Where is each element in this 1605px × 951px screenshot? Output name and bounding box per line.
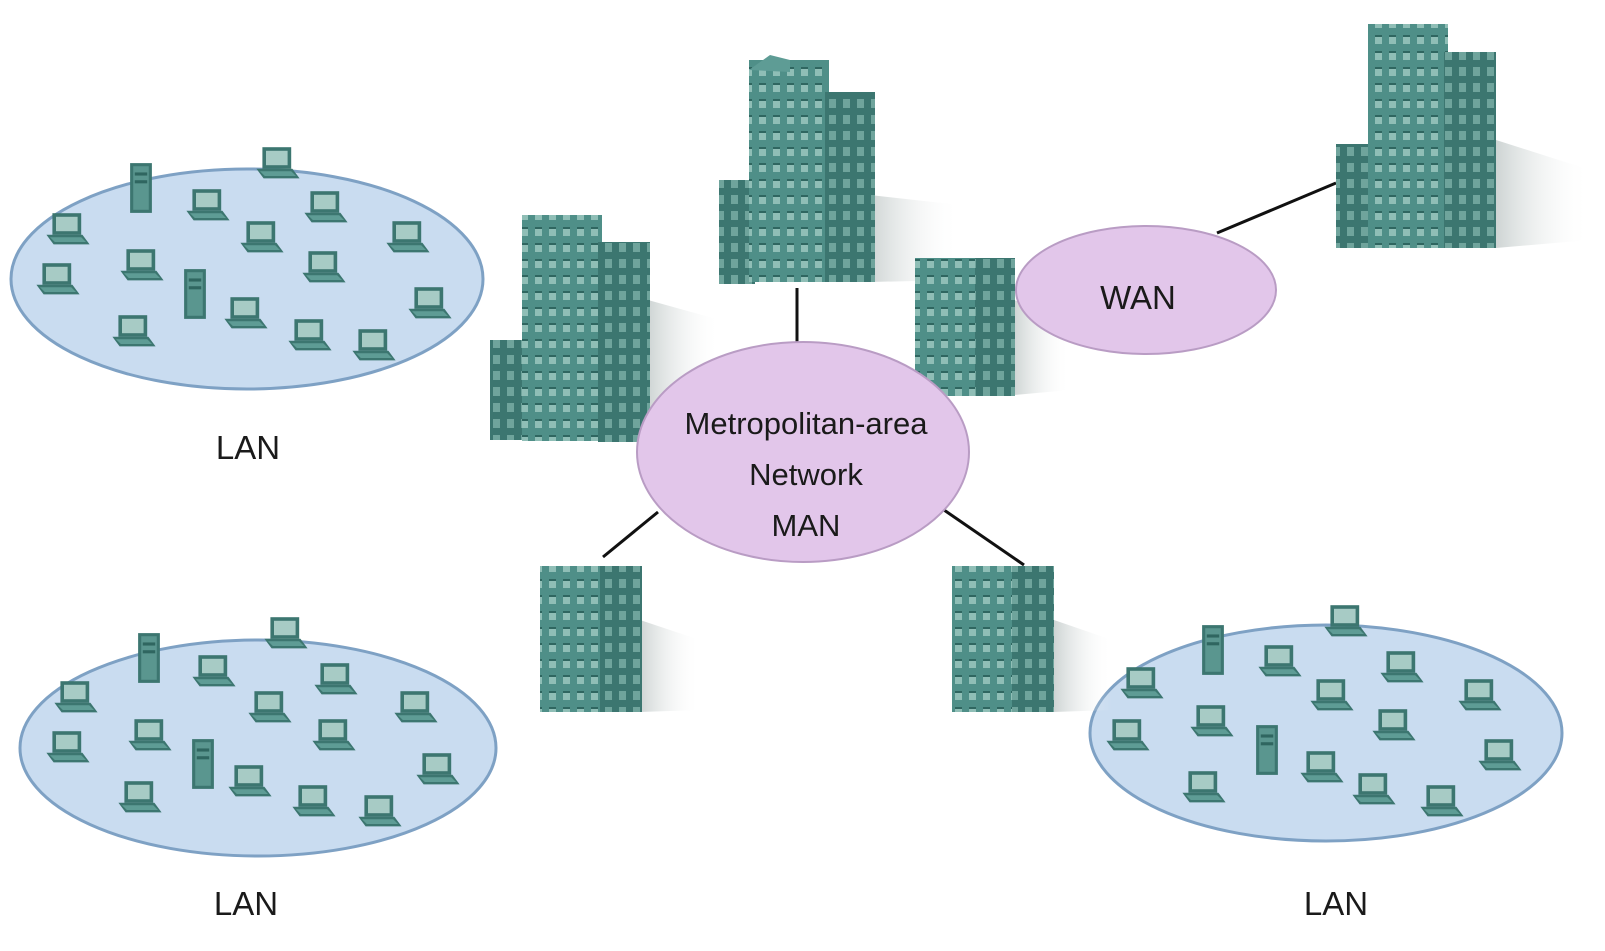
- link-man-lower-right-building: [943, 508, 1025, 567]
- lan-top-left-label: LAN: [215, 429, 281, 466]
- link-man-lower-left-building: [602, 510, 659, 559]
- tower-server-icon: [1256, 725, 1278, 775]
- man-label-line-2: Network: [749, 457, 863, 492]
- desktop-computer-icon: [1324, 605, 1368, 637]
- tower-server-icon: [130, 163, 152, 213]
- lan-bottom-right-ellipse: [1088, 623, 1564, 843]
- network-links: [602, 181, 1337, 567]
- office-building-icon: [719, 55, 960, 284]
- lan-bottom-left-label: LAN: [213, 885, 279, 922]
- lan-top-left-ellipse: [9, 167, 485, 391]
- wan-label: WAN: [1100, 279, 1176, 316]
- wan-cloud: [1015, 225, 1277, 355]
- tower-server-icon: [192, 739, 214, 789]
- man-label-line-1: Metropolitan-area: [684, 406, 928, 441]
- office-building-icon: [1336, 24, 1590, 248]
- man-label-line-3: MAN: [771, 508, 841, 543]
- lan-bottom-right-label: LAN: [1303, 885, 1369, 922]
- man-cloud: [636, 341, 970, 563]
- tower-server-icon: [1202, 625, 1224, 675]
- tower-server-icon: [184, 269, 206, 319]
- desktop-computer-icon: [264, 617, 308, 649]
- office-building-icon: [952, 566, 1112, 712]
- tower-server-icon: [138, 633, 160, 683]
- lan-bottom-left-ellipse: [18, 638, 498, 858]
- link-wan-far-building: [1216, 181, 1337, 235]
- man-label: Metropolitan-area Network MAN: [646, 398, 966, 551]
- office-building-icon: [540, 566, 700, 712]
- desktop-computer-icon: [256, 147, 300, 179]
